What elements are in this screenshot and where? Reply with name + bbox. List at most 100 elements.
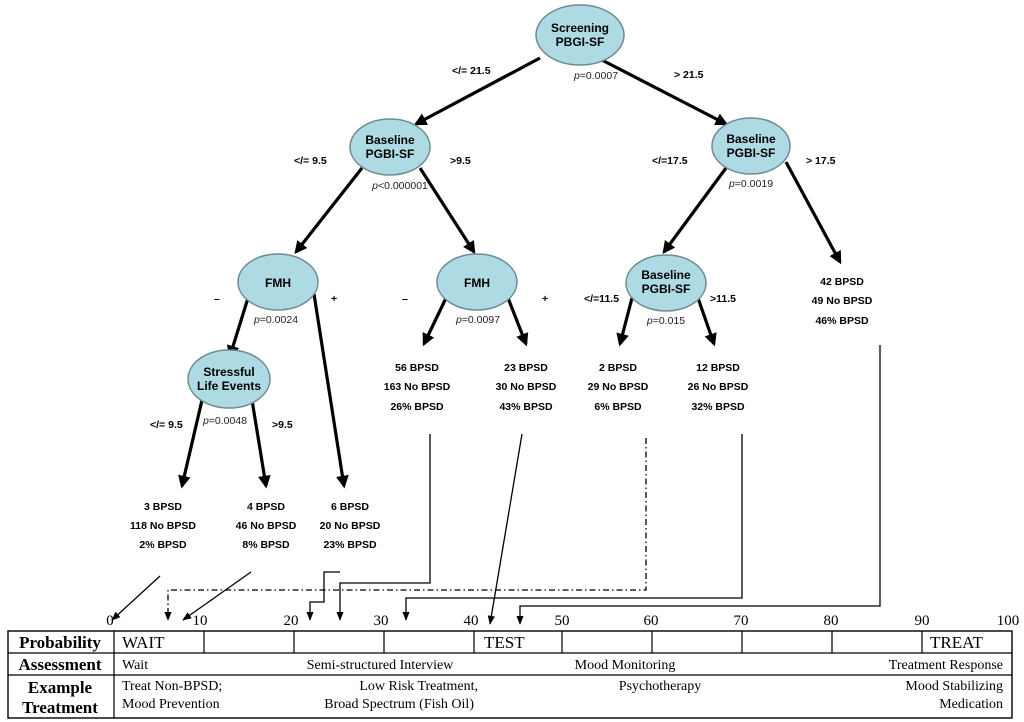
edge-fmhl-plus: [312, 293, 349, 489]
leaf-3-bpsd: 6 BPSD: [331, 501, 369, 513]
edge-label-blo-right: >11.5: [710, 293, 736, 305]
treatment-mood-prevention: Mood Prevention: [122, 697, 220, 712]
edge-blr-right: [784, 161, 842, 265]
leaf-6-bpsd: 2 BPSD: [599, 362, 637, 374]
leaf-8-bpsd: 42 BPSD: [820, 276, 864, 288]
tick-30: 30: [374, 613, 389, 629]
node-baseline-right-line2: PGBI-SF: [727, 146, 776, 160]
tick-10: 10: [193, 613, 208, 629]
recommendation-table: Probability Assessment Example Treatment…: [7, 630, 1013, 719]
prob-test: TEST: [484, 633, 525, 652]
prob-treat: TREAT: [930, 633, 984, 652]
row-head-assessment: Assessment: [18, 655, 101, 674]
scale-connectors: [111, 345, 881, 625]
edge-sle-right: [250, 399, 271, 489]
probability-scale: 0 10 20 30 40 50 60 70 80 90 100: [106, 613, 1019, 629]
leaf-6: 2 BPSD 29 No BPSD 6% BPSD: [588, 362, 649, 413]
leaf-7-bpsd: 12 BPSD: [696, 362, 740, 374]
assessment-treatment-response: Treatment Response: [889, 658, 1003, 673]
node-sle-line2: Life Events: [197, 379, 261, 393]
leaf-4: 56 BPSD 163 No BPSD 26% BPSD: [384, 362, 451, 413]
leaf-5: 23 BPSD 30 No BPSD 43% BPSD: [496, 362, 557, 413]
edge-fmhl-minus: [226, 297, 250, 359]
tick-40: 40: [464, 613, 479, 629]
treatment-non-bpsd: Treat Non-BPSD;: [122, 679, 222, 694]
edge-bll-right: [418, 167, 476, 255]
leaf-1-no-bpsd: 118 No BPSD: [130, 520, 196, 532]
leaf-5-no-bpsd: 30 No BPSD: [496, 381, 557, 393]
node-baseline-right: Baseline PGBI-SF p=0.0019: [711, 117, 791, 190]
node-sle-pvalue: p=0.0048: [202, 415, 247, 427]
leaf-5-percent: 43% BPSD: [499, 401, 553, 413]
node-fmh-mid: FMH p=0.0097: [436, 253, 518, 326]
leaf-1-percent: 2% BPSD: [139, 539, 187, 551]
node-baseline-left-pvalue: p<0.000001: [371, 180, 428, 192]
leaf-1: 3 BPSD 118 No BPSD 2% BPSD: [130, 501, 196, 551]
node-baseline-low-line1: Baseline: [641, 268, 691, 282]
edge-bll-left: [294, 167, 364, 255]
leaf-5-bpsd: 23 BPSD: [504, 362, 548, 374]
leaf-6-no-bpsd: 29 No BPSD: [588, 381, 649, 393]
treatment-low-risk: Low Risk Treatment,: [359, 679, 478, 694]
tick-0: 0: [106, 613, 114, 629]
edge-label-fmhm-plus: +: [542, 293, 548, 305]
treatment-psychotherapy: Psychotherapy: [619, 679, 701, 694]
connector-leaf-7: [402, 434, 743, 621]
node-baseline-low: Baseline PGBI-SF p=0.015: [625, 254, 707, 327]
edge-labels: </= 21.5 > 21.5 </= 9.5 >9.5 </=17.5 > 1…: [150, 65, 836, 431]
edge-label-fmhl-plus: +: [331, 293, 337, 305]
edge-label-fmhm-minus: –: [402, 293, 408, 305]
treatment-mood-stabilizing: Mood Stabilizing: [905, 679, 1003, 694]
node-fmh-left-label: FMH: [265, 276, 291, 290]
node-fmh-mid-pvalue: p=0.0097: [455, 314, 500, 326]
leaf-2-no-bpsd: 46 No BPSD: [236, 520, 297, 532]
node-baseline-right-pvalue: p=0.0019: [728, 178, 773, 190]
edge-sle-left: [178, 399, 204, 489]
node-screening-pvalue: p=0.0007: [573, 70, 618, 82]
node-fmh-left: FMH p=0.0024: [237, 253, 319, 326]
assessment-semi-structured: Semi-structured Interview: [307, 658, 454, 673]
edge-blr-left: [662, 167, 728, 255]
connector-leaf-6: [164, 438, 647, 621]
edge-fmhm-plus: [506, 297, 529, 347]
leaf-3-no-bpsd: 20 No BPSD: [320, 520, 381, 532]
edge-blo-right: [696, 297, 717, 347]
node-baseline-right-line1: Baseline: [726, 132, 776, 146]
connector-leaf-3: [306, 571, 340, 621]
leaf-1-bpsd: 3 BPSD: [144, 501, 182, 513]
connector-leaf-1: [111, 575, 161, 621]
leaf-2: 4 BPSD 46 No BPSD 8% BPSD: [236, 501, 297, 551]
edge-root-right: [597, 56, 729, 126]
edge-label-blo-left: </=11.5: [584, 293, 619, 305]
leaf-6-percent: 6% BPSD: [594, 401, 642, 413]
edge-label-bll-left: </= 9.5: [294, 155, 327, 167]
leaf-4-bpsd: 56 BPSD: [395, 362, 439, 374]
leaf-4-no-bpsd: 163 No BPSD: [384, 381, 451, 393]
edge-label-blr-right: > 17.5: [806, 155, 836, 167]
node-baseline-left-line1: Baseline: [365, 133, 415, 147]
connector-leaf-4: [336, 434, 431, 621]
tree-edges: [178, 56, 842, 489]
leaf-8-percent: 46% BPSD: [815, 315, 869, 327]
node-screening-line2: PBGI-SF: [556, 35, 605, 49]
node-stressful-life-events: Stressful Life Events p=0.0048: [187, 349, 271, 427]
assessment-wait: Wait: [122, 658, 148, 673]
edge-fmhm-minus: [422, 297, 448, 347]
assessment-mood-monitoring: Mood Monitoring: [575, 658, 676, 673]
leaf-7-no-bpsd: 26 No BPSD: [688, 381, 749, 393]
edge-root-left: [413, 56, 541, 126]
treatment-medication: Medication: [939, 697, 1003, 712]
tick-80: 80: [824, 613, 839, 629]
node-baseline-low-pvalue: p=0.015: [646, 315, 685, 327]
edge-label-sle-left: </= 9.5: [150, 419, 183, 431]
treatment-fish-oil: Broad Spectrum (Fish Oil): [324, 697, 474, 712]
leaf-3: 6 BPSD 20 No BPSD 23% BPSD: [320, 501, 381, 551]
tick-60: 60: [644, 613, 659, 629]
node-baseline-low-line2: PGBI-SF: [642, 282, 691, 296]
leaf-7: 12 BPSD 26 No BPSD 32% BPSD: [688, 362, 749, 413]
leaf-4-percent: 26% BPSD: [390, 401, 444, 413]
node-sle-line1: Stressful: [203, 365, 254, 379]
tick-100: 100: [997, 613, 1020, 629]
leaf-8-no-bpsd: 49 No BPSD: [812, 295, 873, 307]
